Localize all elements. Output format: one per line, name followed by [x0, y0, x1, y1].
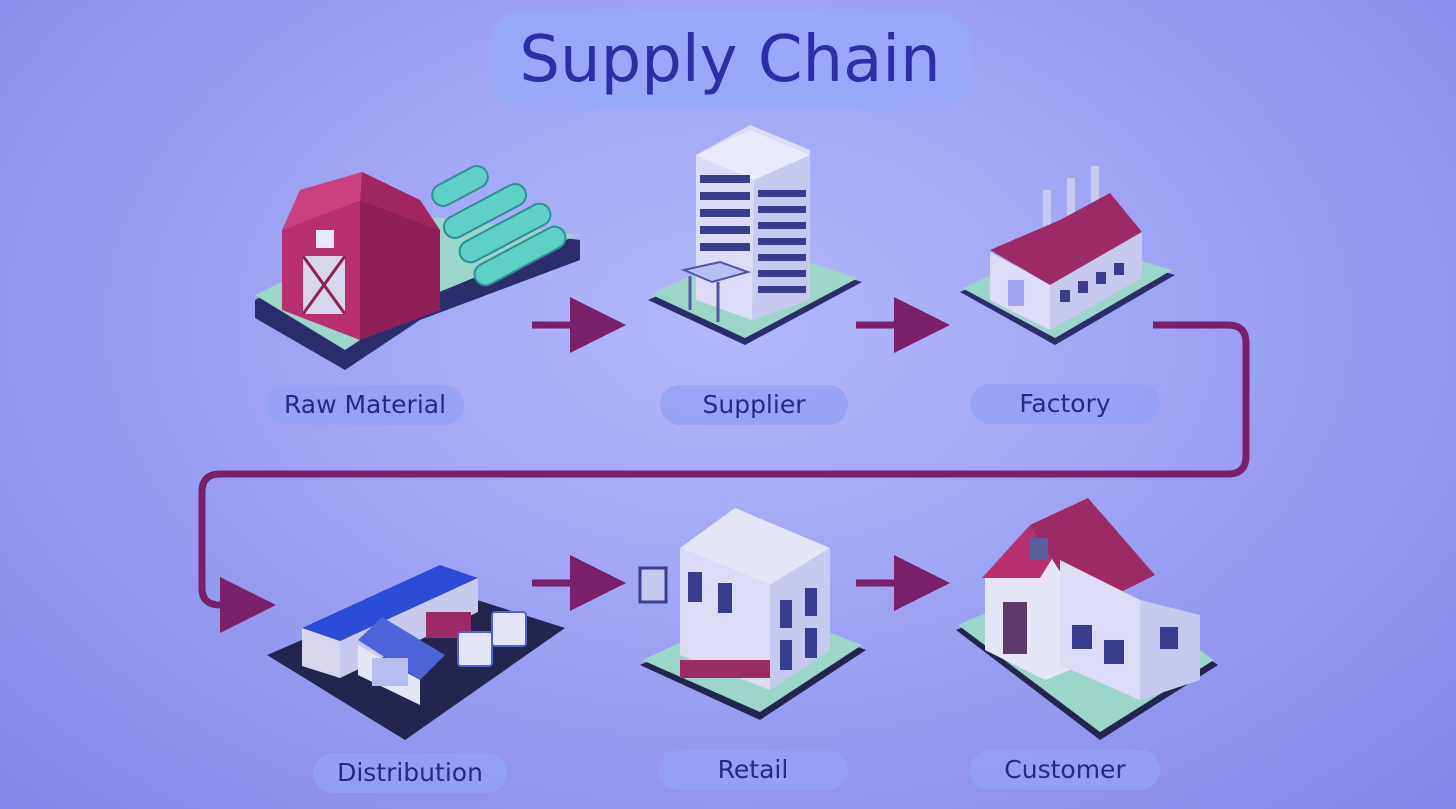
stage-label-factory: Factory — [970, 384, 1160, 424]
arrow-factory-to-distribution — [198, 321, 1250, 633]
stage-label-customer: Customer — [970, 750, 1160, 790]
stage-label-supplier: Supplier — [660, 385, 848, 425]
stage-label-distribution: Distribution — [313, 753, 507, 793]
stage-label-raw-material: Raw Material — [266, 385, 464, 425]
warehouse-trucks-icon — [267, 565, 565, 740]
barn-farm-icon — [255, 165, 580, 370]
factory-icon — [960, 166, 1175, 345]
office-building-icon — [648, 125, 862, 345]
stage-label-retail: Retail — [658, 750, 848, 790]
diagram-title: Supply Chain — [487, 10, 973, 110]
retail-store-icon — [638, 508, 866, 720]
house-icon — [956, 498, 1218, 740]
flow-arrows — [198, 297, 1250, 633]
